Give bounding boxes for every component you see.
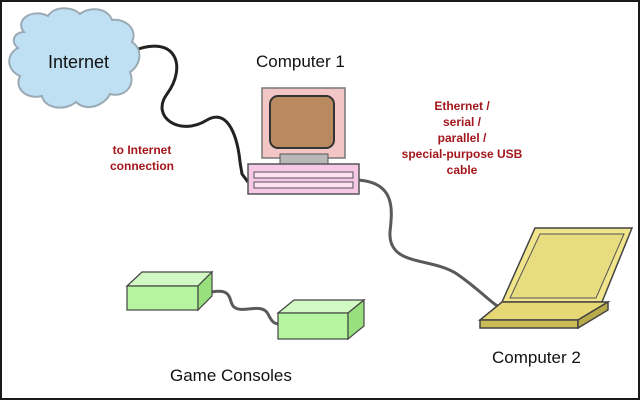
to-internet-annotation: to Internet connection [110, 142, 174, 174]
cable-annotation: Ethernet / serial / parallel / special-p… [398, 98, 526, 178]
computer-2-laptop [477, 227, 634, 330]
game-consoles-label: Game Consoles [170, 366, 292, 385]
computer-link-cable [356, 178, 500, 309]
cable-line-3: parallel / [437, 131, 487, 145]
game-console-1 [125, 270, 214, 312]
cable-line-1: Ethernet / [434, 99, 490, 113]
cable-line-4: special-purpose USB [401, 147, 523, 161]
monitor-stand [279, 153, 329, 165]
keyboard-body [247, 163, 360, 195]
keyboard-slot-2 [253, 181, 354, 189]
monitor-screen [269, 95, 335, 149]
computer-1-label: Computer 1 [256, 52, 345, 71]
game-console-2 [276, 298, 366, 341]
to-internet-line-2: connection [110, 159, 175, 173]
cable-line-2: serial / [442, 115, 482, 129]
console-cable [211, 289, 281, 326]
internet-cloud [8, 7, 141, 109]
internet-cable [129, 44, 250, 183]
laptop-screen-inner [509, 233, 625, 299]
to-internet-line-1: to Internet [112, 143, 172, 157]
computer-1 [247, 87, 360, 195]
computer-2-label: Computer 2 [492, 348, 581, 367]
laptop-side [577, 300, 609, 330]
cable-line-5: cable [446, 163, 478, 177]
keyboard-slot [253, 171, 354, 179]
laptop-front [479, 319, 579, 329]
internet-label: Internet [48, 52, 110, 72]
